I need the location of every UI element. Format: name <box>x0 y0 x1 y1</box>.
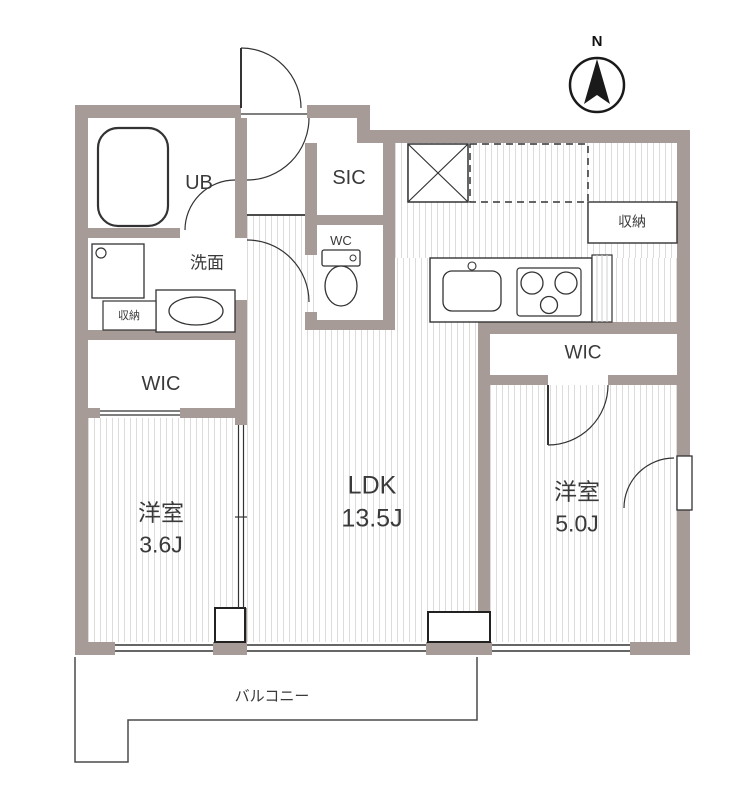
wall-ldk-right <box>478 322 490 642</box>
wall-sicwc-left-a <box>305 143 317 255</box>
vanity-counter-icon <box>155 289 236 333</box>
wall-sic-wc <box>305 215 395 225</box>
wall-leftblock-b <box>235 300 247 425</box>
balcony-label: バルコニー <box>234 687 310 705</box>
wall-leftblock-c <box>235 608 247 642</box>
room-label-ldk-size: 13.5J <box>341 504 403 533</box>
wall-bottom-c <box>426 642 492 655</box>
room-label-bedroom-left-size: 3.6J <box>139 531 183 558</box>
room-label-senmen: 洗面 <box>190 253 224 273</box>
floor-bedroom-left <box>88 418 235 642</box>
entrance-door-arc <box>240 47 302 109</box>
bathtub-icon <box>96 126 170 228</box>
stove-icon <box>516 267 582 317</box>
wall-bottom-a <box>75 642 115 655</box>
compass-circle-icon <box>568 56 626 114</box>
room-label-wc: WC <box>330 232 352 248</box>
washer-pan-icon <box>91 243 145 299</box>
room-label-ub: UB <box>185 172 213 194</box>
floor-kitchen-side <box>592 258 677 322</box>
wall-bottom-b <box>213 642 247 655</box>
wall-top-left-b <box>307 105 370 118</box>
floor-kitchen <box>395 143 677 258</box>
wall-sicwc-right <box>383 143 395 330</box>
wall-wic5-bottom-a <box>490 375 548 385</box>
wall-top-right <box>357 130 690 143</box>
room-label-wic-right: WIC <box>564 342 602 364</box>
wall-bottom-d <box>630 642 690 655</box>
wall-ub-senmen <box>88 228 180 238</box>
room-label-sic: SIC <box>332 167 366 189</box>
stove-burner-icon <box>539 295 559 315</box>
stove-burner-icon <box>520 271 544 295</box>
hall-door-arc <box>246 117 310 181</box>
stove-burner-icon <box>554 271 578 295</box>
room-label-wic-left: WIC <box>141 373 181 395</box>
wall-wic-room-a <box>88 408 100 418</box>
wall-left <box>75 105 88 655</box>
wall-right-upper <box>677 130 690 456</box>
wall-right-lower <box>677 510 690 655</box>
room-label-bedroom-right-size: 5.0J <box>555 510 599 537</box>
room-label-bedroom-right-name: 洋室 <box>554 478 600 505</box>
wall-wc-bottom <box>305 320 395 330</box>
room-label-bedroom-left-name: 洋室 <box>138 499 184 526</box>
north-arrow-icon <box>584 59 610 104</box>
washer-faucet-icon <box>95 247 107 259</box>
side-door-frame <box>676 455 693 511</box>
room-label-shuno-right: 収納 <box>618 213 646 230</box>
wall-top-left-a <box>75 105 241 118</box>
balcony-outline <box>74 657 478 763</box>
compass-north-label: N <box>591 32 603 50</box>
wall-wic5-bottom-b <box>608 375 677 385</box>
wall-sicwc-left-b <box>305 312 317 320</box>
room-label-ldk-name: LDK <box>347 471 397 500</box>
wall-wic-room-b <box>180 408 235 418</box>
room-label-shuno-left: 収納 <box>118 309 140 322</box>
wall-senmen-wic <box>88 330 235 340</box>
wall-kitchen-wic <box>478 322 677 334</box>
wash-basin-icon <box>168 296 224 326</box>
wall-leftblock-a <box>235 118 247 238</box>
